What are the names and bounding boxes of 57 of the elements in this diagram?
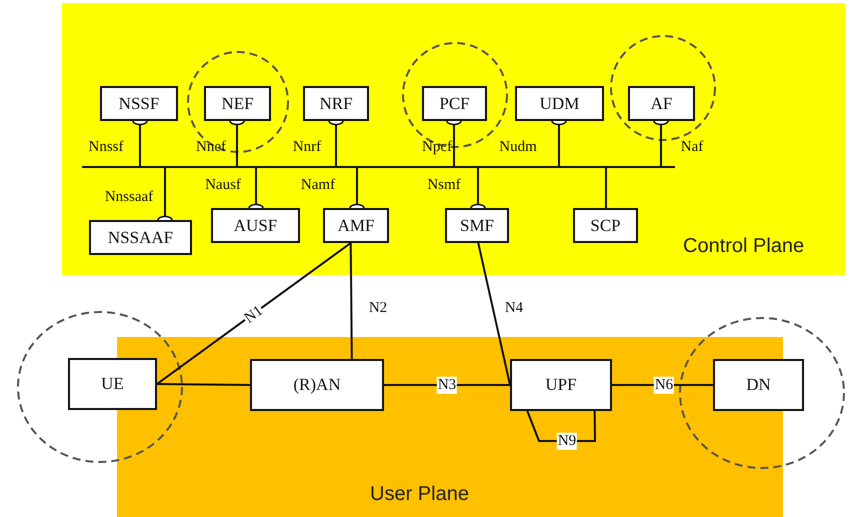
interface-label: Nnssaaf	[104, 188, 154, 206]
network-function-box	[303, 86, 369, 121]
box-label: NEF	[221, 94, 254, 114]
network-function-box	[89, 220, 192, 255]
box-label: NSSF	[118, 94, 160, 114]
interface-label: N9	[556, 432, 578, 450]
network-function-box	[204, 86, 271, 121]
connector-line	[612, 384, 713, 386]
interface-label: Naf	[680, 138, 704, 156]
interface-label: N3	[436, 376, 458, 394]
interface-label: Nausf	[204, 176, 242, 194]
box-label: UDM	[540, 94, 580, 114]
interface-label: N4	[504, 300, 524, 316]
network-function-box	[713, 359, 804, 411]
plane-label: User Plane	[370, 483, 469, 506]
box-label: SCP	[590, 216, 621, 236]
network-function-box	[515, 86, 604, 121]
box-label: DN	[746, 375, 771, 395]
connector-line	[477, 242, 511, 386]
connector-line	[384, 384, 510, 386]
interface-label: Nnef	[195, 138, 227, 156]
interface-label: Namf	[300, 176, 336, 194]
network-function-box	[68, 358, 157, 410]
box-label: NRF	[319, 94, 353, 114]
interface-label: Nsmf	[426, 176, 462, 194]
interface-label: N2	[368, 300, 388, 316]
interface-label: Nnrf	[292, 138, 322, 156]
network-function-box	[422, 86, 487, 121]
network-function-box	[211, 208, 300, 243]
box-label: UPF	[545, 375, 577, 395]
box-label: NSSAAF	[108, 228, 174, 248]
connector-line	[156, 242, 352, 385]
interface-label: Npcf	[421, 138, 453, 156]
box-label: AF	[650, 94, 672, 114]
interface-label: N6	[654, 376, 674, 394]
network-function-box	[510, 359, 612, 411]
box-label: (R)AN	[293, 375, 341, 395]
box-label: AUSF	[234, 216, 278, 236]
network-function-box	[573, 208, 638, 243]
connector-line	[156, 383, 250, 386]
box-label: PCF	[439, 94, 470, 114]
plane-label: Control Plane	[683, 235, 804, 258]
network-function-box	[628, 86, 695, 121]
interface-label: Nudm	[498, 138, 538, 156]
network-function-box	[250, 359, 384, 411]
box-label: AMF	[338, 216, 374, 236]
interface-label: Nnssf	[88, 138, 124, 156]
network-function-box	[100, 86, 178, 121]
connector-line	[350, 242, 353, 360]
plane-band	[62, 3, 845, 275]
bus-line	[82, 166, 675, 168]
connector-line	[526, 410, 596, 442]
network-function-box	[445, 208, 509, 243]
box-label: UE	[101, 374, 124, 394]
network-function-box	[323, 208, 389, 243]
connector-line	[605, 168, 607, 208]
box-label: SMF	[460, 216, 494, 236]
